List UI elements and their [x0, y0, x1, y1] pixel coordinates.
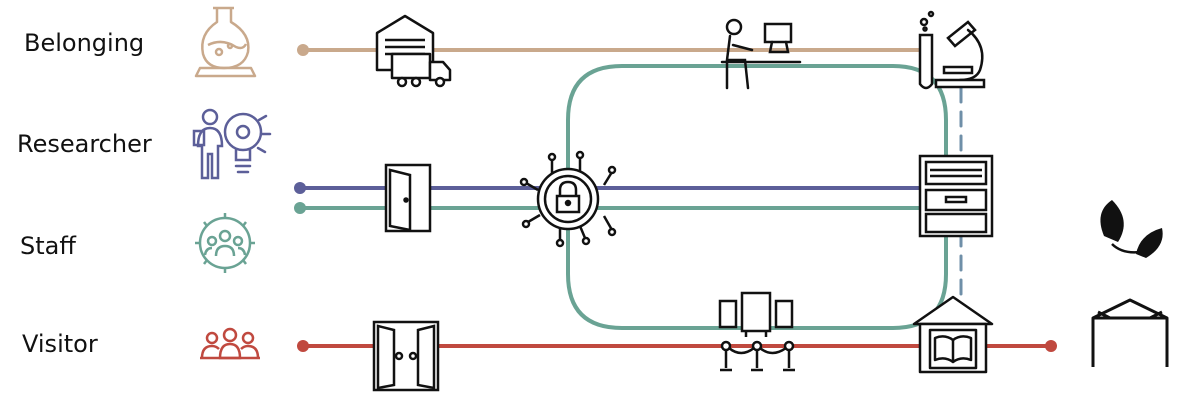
visitors-group-icon — [200, 327, 260, 360]
exhibition-panels-icon — [718, 291, 794, 337]
door-icon — [384, 163, 432, 233]
label-staff: Staff — [20, 232, 76, 260]
staff-loop — [566, 64, 948, 330]
double-door-icon — [372, 320, 440, 392]
storage-drawer-icon — [918, 154, 994, 238]
label-belonging: Belonging — [24, 29, 145, 57]
label-visitor: Visitor — [22, 330, 98, 358]
staff-gear-icon — [195, 213, 255, 273]
label-researcher: Researcher — [17, 130, 152, 158]
museum-library-icon — [912, 295, 994, 374]
researcher-idea-icon — [192, 108, 272, 180]
greenhouse-icon — [1091, 298, 1169, 367]
line-endpoints — [294, 44, 1057, 352]
computer-desk-icon — [720, 18, 802, 90]
microscope-icon — [918, 10, 986, 90]
leaves-icon — [1100, 200, 1163, 258]
warehouse-truck-icon — [375, 14, 452, 88]
rope-barrier-icon — [720, 340, 795, 372]
security-lock-icon — [519, 150, 617, 248]
flask-icon — [194, 6, 257, 78]
